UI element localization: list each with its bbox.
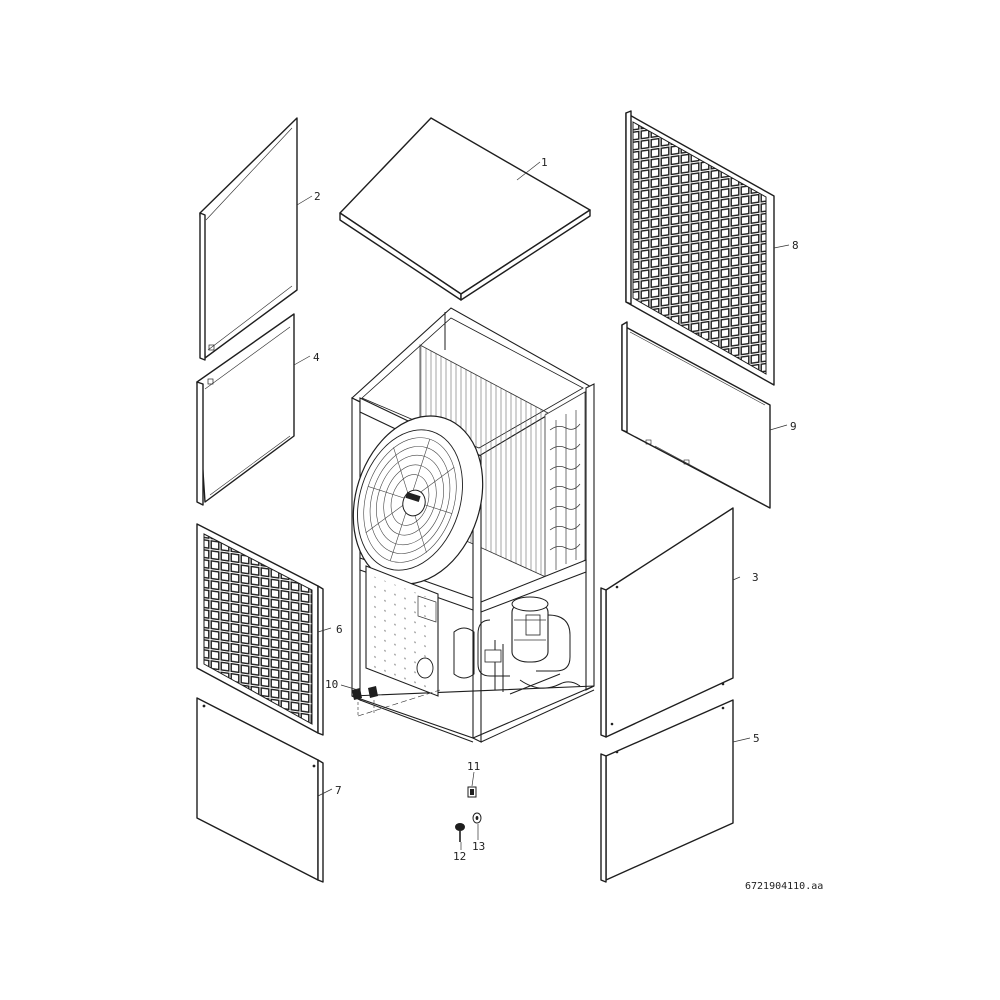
mounting-feet xyxy=(352,686,441,717)
right-middle-panel xyxy=(621,321,771,509)
top-cover-panel xyxy=(339,117,591,301)
lower-left-front-panel xyxy=(196,697,324,883)
upper-left-side-panel xyxy=(199,117,298,361)
right-front-lower-panel xyxy=(600,699,734,883)
callout-1: 1 xyxy=(541,156,548,169)
washer-part-13 xyxy=(472,812,482,824)
callout-5: 5 xyxy=(753,732,760,745)
screw-part-12 xyxy=(455,823,465,842)
leader-lines xyxy=(293,161,790,850)
refrigerant-coil xyxy=(549,410,581,570)
small-hardware-parts xyxy=(455,786,482,842)
right-grille-panel xyxy=(625,110,775,386)
right-front-upper-panel xyxy=(600,507,734,738)
fan-assembly xyxy=(352,415,484,585)
callout-11: 11 xyxy=(467,760,480,773)
middle-left-side-panel xyxy=(196,313,295,506)
left-grille-panel xyxy=(196,523,324,736)
callout-2: 2 xyxy=(314,190,321,203)
compressor-assembly xyxy=(453,596,581,695)
callout-13: 13 xyxy=(472,840,485,853)
callout-12: 12 xyxy=(453,850,466,863)
document-code: 6721904110.aa xyxy=(745,881,823,892)
callout-9: 9 xyxy=(790,420,797,433)
electrical-switch-box xyxy=(365,565,439,697)
callout-7: 7 xyxy=(335,784,342,797)
callout-3: 3 xyxy=(752,571,759,584)
callout-10: 10 xyxy=(325,678,338,691)
callout-6: 6 xyxy=(336,623,343,636)
callout-4: 4 xyxy=(313,351,320,364)
callout-8: 8 xyxy=(792,239,799,252)
